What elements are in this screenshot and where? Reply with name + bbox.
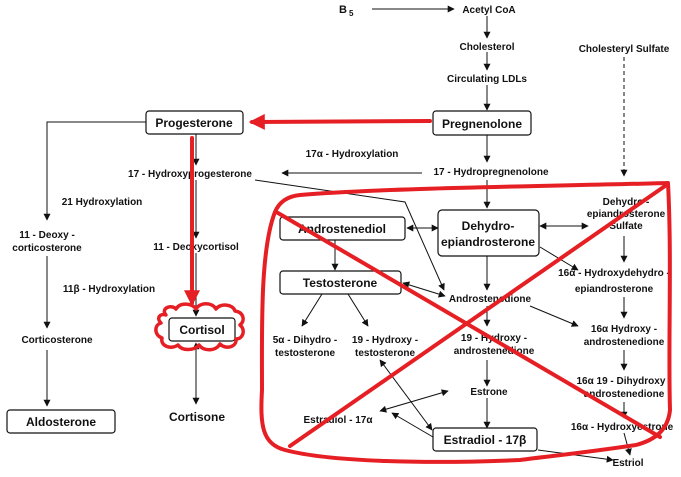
androstenediol-label: Androstenediol [298, 222, 386, 236]
pregnenolone-label: Pregnenolone [442, 117, 522, 131]
circulating-ldls-label: Circulating LDLs [447, 74, 527, 85]
edge-19oht-estradiol17b [379, 359, 433, 431]
edge-estradiol17b-estradiol17a [391, 412, 434, 438]
edge-testosterone-androstenedione [402, 281, 446, 298]
red-cross-line-2 [276, 211, 662, 439]
aldosterone-label: Aldosterone [26, 415, 96, 429]
hydroxyandrostenedione-16a-line1: 16α Hydroxy - [591, 324, 657, 335]
red-scribble-cortisol [154, 302, 245, 352]
deoxycortisol-label: 11 - Deoxycortisol [153, 242, 239, 253]
edge-androstenedione-16oha [529, 305, 579, 327]
estrone-label: Estrone [470, 387, 508, 398]
red-enclosure [259, 181, 672, 464]
corticosterone-label: Corticosterone [21, 335, 93, 346]
edge-16ohe-estriol [623, 432, 632, 456]
hydroxyestrone-16a-label: 16α - Hydroxyestrone [571, 422, 674, 433]
hydroxylation-17a-label: 17α - Hydroxylation [306, 149, 399, 160]
hydroxylation-21-label: 21 Hydroxylation [62, 197, 143, 208]
red-arrow-pregnenolone-to-progesterone [248, 113, 432, 130]
pathway-edges [43, 5, 632, 463]
cholesterol-label: Cholesterol [459, 42, 514, 53]
hydroxypregnenolone-label: 17 - Hydropregnenolone [433, 167, 548, 178]
edge-estrone-estradiol17a [379, 389, 449, 413]
hydroxytestosterone-line2: testosterone [355, 348, 415, 359]
edge-17ohp-androstenedione [254, 179, 445, 291]
deoxycorticosterone-line1: 11 - Deoxy - [19, 230, 75, 241]
hydroxyandrostenedione-16a-line2: androstenedione [584, 337, 665, 348]
androstenedione-label: Androstenedione [449, 294, 532, 305]
dihydrotestosterone-line2: testosterone [275, 348, 335, 359]
hydroxy-dhea-16a-line2: epiandrosterone [575, 284, 654, 295]
dhea-sulfate-line3: Sulfate [609, 221, 643, 232]
node-boxes [6, 110, 540, 452]
dhea-line1: Dehydro- [462, 219, 515, 233]
hydroxytestosterone-line1: 19 - Hydroxy - [352, 335, 418, 346]
testosterone-label: Testosterone [303, 276, 378, 290]
hydroxylation-11b-label: 11β - Hydroxylation [63, 284, 155, 295]
dhea-line2: epiandrosterone [441, 235, 535, 249]
pregnenolone-box [432, 110, 532, 136]
edge-progesterone-deoxycorticosterone [43, 121, 146, 221]
dhea-sulfate-line1: Dehydro - [603, 197, 650, 208]
estradiol-17b-box [432, 427, 538, 452]
deoxycorticosterone-line2: corticosterone [12, 243, 82, 254]
testosterone-box [279, 270, 402, 295]
estradiol-17a-label: Estradiol - 17α [304, 415, 374, 426]
estradiol-17b-label: Estradiol - 17β [444, 433, 527, 447]
hydroxyandrostenedione-19-line2: androstenedione [454, 346, 535, 357]
hydroxy-dhea-16a-line1: 16α - Hydroxydehydro - [558, 268, 670, 279]
acetyl-coa-label: Acetyl CoA [462, 5, 515, 16]
progesterone-box [145, 110, 244, 135]
dihydroxyandrostenedione-line1: 16α 19 - Dihydroxy - [576, 376, 671, 387]
estriol-label: Estriol [612, 458, 643, 469]
red-annotations [154, 113, 672, 464]
red-cross-line-1 [288, 184, 667, 448]
cholesteryl-sulfate-label: Cholesteryl Sulfate [579, 44, 670, 55]
cortisol-box [168, 317, 236, 342]
edge-testosterone-dht [301, 293, 323, 327]
cortisol-label: Cortisol [179, 323, 224, 337]
dihydroxyandrostenedione-line2: androstenedione [584, 389, 665, 400]
edge-testosterone-19oht [347, 293, 369, 327]
dhea-box [437, 209, 540, 257]
progesterone-label: Progesterone [155, 116, 233, 130]
cortisone-label: Cortisone [169, 410, 225, 424]
aldosterone-box [6, 409, 116, 434]
dihydrotestosterone-line1: 5α - Dihydro - [273, 335, 337, 346]
